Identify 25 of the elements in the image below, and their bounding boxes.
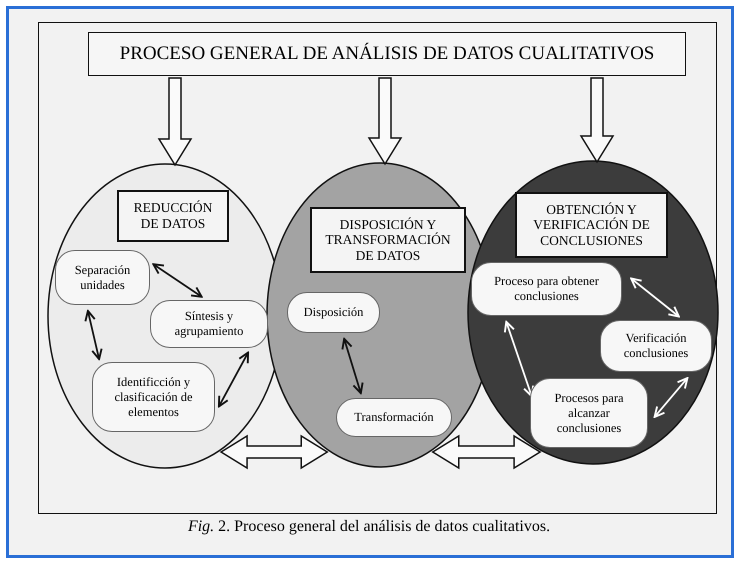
block-arrow (158, 77, 192, 166)
process-box: Procesos para alcanzar conclusiones (530, 378, 648, 448)
process-box: Transformación (336, 398, 452, 437)
double-arrow (152, 263, 203, 298)
block-arrow (220, 434, 329, 470)
double-arrow (504, 320, 534, 398)
process-box: Disposición (287, 292, 380, 333)
block-arrow (368, 77, 402, 166)
block-arrow (431, 434, 542, 470)
process-box: Síntesis y agrupamiento (150, 300, 268, 348)
process-box: Identificción y clasificación de elementos (92, 362, 215, 432)
heading-box: OBTENCIÓN Y VERIFICACIÓN DE CONCLUSIONES (515, 192, 668, 258)
double-arrow (630, 278, 680, 318)
heading-box: DISPOSICIÓN Y TRANSFORMACIÓN DE DATOS (310, 207, 466, 273)
process-box: Proceso para obtener conclusiones (471, 262, 622, 316)
double-arrow (218, 352, 250, 408)
double-arrow (84, 310, 103, 360)
block-arrow (580, 77, 614, 164)
heading-box: REDUCCIÓN DE DATOS (117, 190, 229, 242)
process-box: Verificación conclusiones (600, 320, 712, 372)
double-arrow (341, 338, 364, 394)
title-box: PROCESO GENERAL DE ANÁLISIS DE DATOS CUALITATIVOS (88, 32, 686, 76)
process-box: Separación unidades (55, 250, 150, 305)
double-arrow (654, 377, 688, 418)
figure-caption: Fig. 2. Proceso general del análisis de datos cualitativos. (188, 518, 550, 536)
